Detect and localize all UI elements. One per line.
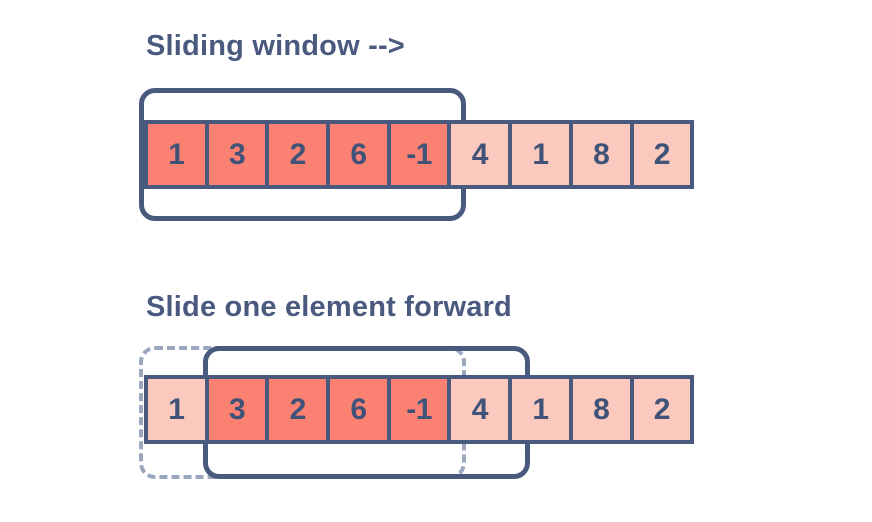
array-cell[interactable]: 6 [326,375,391,444]
step-1-caption: Sliding window --> [146,30,405,62]
array-cell[interactable]: 2 [629,120,695,189]
array-cell[interactable]: 6 [326,120,391,189]
array-cell[interactable]: 8 [568,375,634,444]
array-cell[interactable]: 3 [204,375,270,444]
array-cell[interactable]: -1 [386,375,452,444]
array-cell[interactable]: -1 [386,120,452,189]
array-cell[interactable]: 4 [447,375,513,444]
array-cell[interactable]: 2 [629,375,695,444]
array-cell[interactable]: 1 [144,375,209,444]
array-cell[interactable]: 1 [508,375,573,444]
array-cell[interactable]: 2 [265,120,331,189]
array-cell[interactable]: 3 [204,120,270,189]
step-1-array: 1 3 2 6 -1 4 1 8 2 [144,120,695,189]
step-2-array: 1 3 2 6 -1 4 1 8 2 [144,375,695,444]
array-cell[interactable]: 1 [508,120,573,189]
step-2-caption: Slide one element forward [146,291,512,323]
array-cell[interactable]: 1 [144,120,209,189]
array-cell[interactable]: 4 [447,120,513,189]
array-cell[interactable]: 2 [265,375,331,444]
array-cell[interactable]: 8 [568,120,634,189]
